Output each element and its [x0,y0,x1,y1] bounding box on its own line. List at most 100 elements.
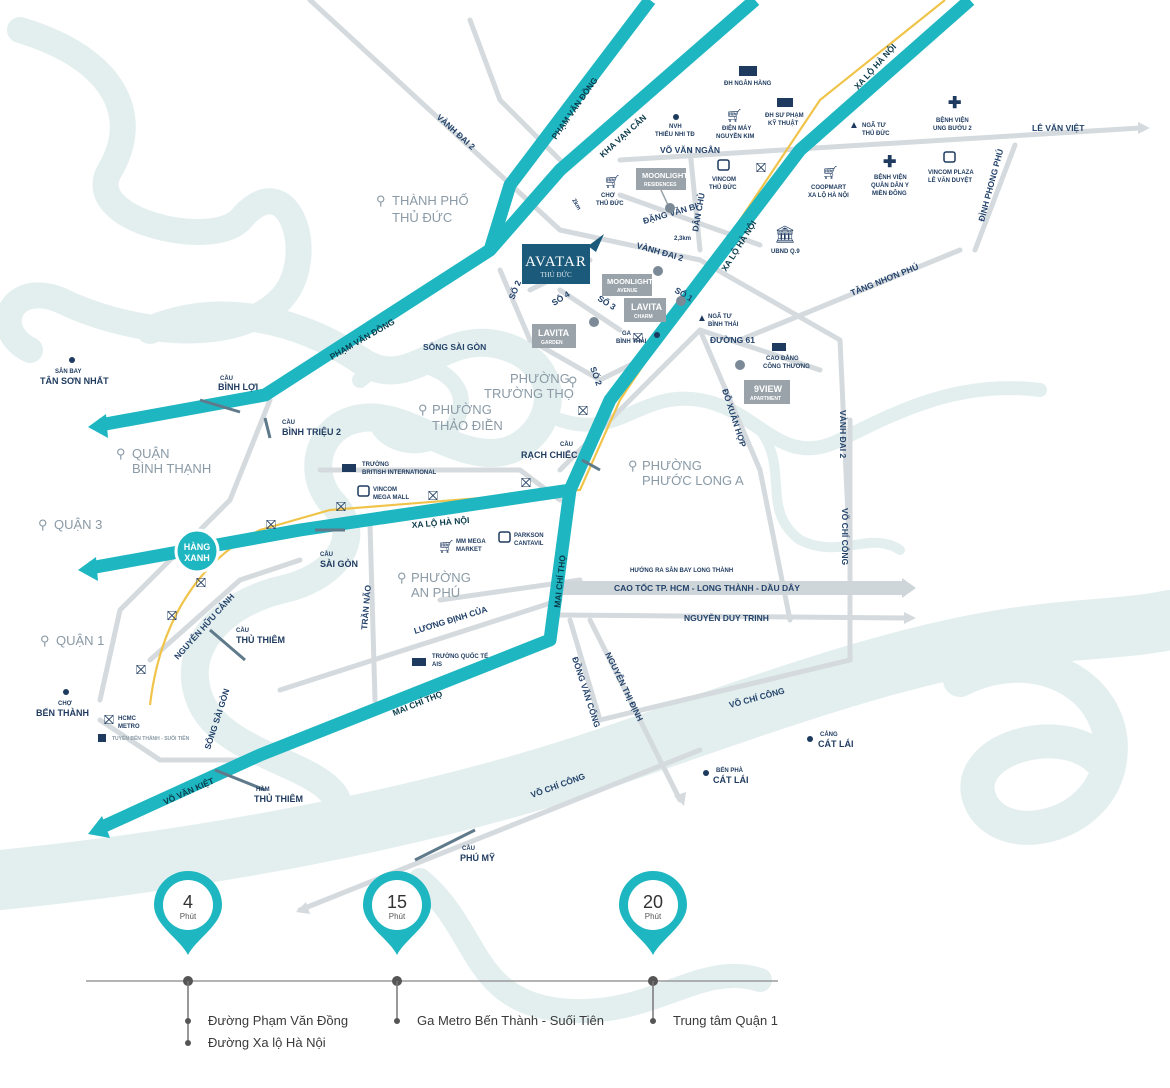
project-pin-icon [735,360,745,370]
river-southeast [0,590,1170,910]
river-south-curve [408,868,772,1024]
area-binh-thanh-2: BÌNH THẠNH [132,461,211,476]
poi-dot-icon [654,332,660,338]
label-vo-van-ngan: VÕ VĂN NGÂN [660,144,720,155]
area-an-phu: PHƯỜNG [411,570,471,585]
poi-vincom-mm-1: VINCOM [373,487,397,493]
river-east-inner [755,425,905,555]
hospital-icon: ✚ [883,154,896,171]
cau-prefix: CẦU [236,627,249,634]
metro-line-badge [98,734,106,742]
arrow-nguyen-thi-dinh [674,792,686,806]
metro-station-icon: ⛝ [196,575,206,590]
area-thao-dien: PHƯỜNG [432,402,492,417]
hospital-icon: ✚ [948,95,961,112]
project-pin-icon [653,266,663,276]
legend-bullet [185,1040,191,1046]
avatar-sub: THỦ ĐỨC [540,271,572,279]
arrow-vo-chi-cong-s [296,902,310,914]
pin-icon: ⚲ [568,374,578,389]
ham-prefix: HẦM [256,786,270,793]
poi-dh-ngan-hang: ĐH NGÂN HÀNG [724,80,772,87]
area-phuoc-long: PHƯỜNG [642,458,702,473]
label-ham-thu-thiem: THỦ THIÊM [254,793,303,804]
pois: ĐH NGÂN HÀNG NVH THIẾU NHI TĐ 🛒︎ ĐIỆN MÁ… [36,66,974,785]
arrow-nguyen-duy-trinh [904,612,916,624]
avatar-project-marker: AVATAR THỦ ĐỨC [522,234,604,284]
area-thu-duc: THÀNH PHỐ [392,193,469,208]
label-tran-nao: TRẦN NÃO [359,584,373,630]
cart-icon: 🛒︎ [726,108,743,123]
road-dan-chu [687,147,703,253]
poi-ubnd: UBND Q.9 [771,249,800,255]
area-quan3: QUẬN 3 [54,517,102,532]
pin-icon: ▲ [697,313,707,324]
poi-cang-cl-1: CẢNG [820,731,838,738]
pin-icon: ⚲ [397,570,407,585]
bridge-ham [214,768,266,792]
label-vo-chi-cong-e: VÕ CHÍ CÔNG [840,508,851,566]
arrow-le-van-viet [1138,122,1150,134]
pin-icon: ⚲ [116,446,126,461]
bridge-thu-thiem [209,628,246,662]
pin-icon: ⚲ [376,193,386,208]
university-icon [772,343,786,351]
label-nguyen-duy-trinh: NGUYỄN DUY TRINH [684,612,769,623]
pin-face [372,880,422,930]
pin-icon: ⚲ [628,458,638,473]
poi-vincom-mm-2: MEGA MALL [373,495,409,501]
area-thao-dien-2: THẢO ĐIỀN [432,418,503,433]
cau-prefix: CẦU [282,419,295,426]
road-vo-chi-cong-s [297,747,703,913]
poi-cho-bt-2: BẾN THÀNH [36,708,89,718]
road-vo-chi-cong-m [597,657,853,723]
poi-cang-cl-2: CÁT LÁI [818,739,854,749]
river-east-branch [553,381,1047,456]
label-tang-nhon-phu: TĂNG NHƠN PHÚ [849,261,920,298]
nearby-projects: MOONLIGHT RESIDENCES MOONLIGHT AVENUE LA… [532,168,790,404]
poi-dot-icon [673,114,679,120]
label-cao-toc: CAO TỐC TP. HCM - LONG THÀNH - DẦU DÂY [614,582,800,593]
poi-dot-icon [703,770,709,776]
poi-coopmart-1: COOPMART [811,185,846,191]
area-truong-tho-2: TRƯỜNG THỌ [484,386,574,401]
avatar-title: AVATAR [525,254,587,270]
river-north-west [0,17,312,363]
arrow-cao-toc [902,578,916,598]
poi-dien-may-2: NGUYỄN KIM [716,133,754,140]
road-do-xuan-hop [697,327,793,623]
highway-arrows [78,414,110,838]
label-vanh-dai-2: VÀNH ĐAI 2 [635,240,684,263]
moonlight-res-label: MOONLIGHT [642,171,688,180]
pin-icon: ⚲ [40,633,50,648]
road-tran-nao [367,522,378,703]
pin-face [163,880,213,930]
project-lavita-garden [532,324,576,348]
school-icon [412,658,426,666]
poi-cd-ct-2: CÔNG THƯƠNG [763,362,810,370]
poi-bv-qd-1: BỆNH VIỆN [874,173,907,181]
cau-prefix: CẦU [560,441,573,448]
road-luong-dinh-cua [277,597,563,693]
label-vanh-dai-2-nw: VÀNH ĐAI 2 [435,112,478,152]
label-vanh-dai-2-e: VÀNH ĐAI 2 [838,410,848,458]
pin-unit: Phút [389,912,406,921]
label-duong-61: ĐƯỜNG 61 [710,334,755,345]
poi-dh-spkt-1: ĐH SƯ PHẠM [765,113,804,119]
poi-bv-qd-3: MIỀN ĐÔNG [872,189,907,197]
label-dong-van-cong: ĐỒNG VĂN CỐNG [570,655,603,729]
river-southeast-loop [943,648,1128,845]
university-icon [739,66,757,76]
poi-dien-may-1: ĐIỆN MÁY [722,124,751,132]
poi-cd-ct-1: CAO ĐẲNG [766,355,799,362]
road-dinh-phong-phu [972,142,1018,253]
poi-vincom-lvv-1: VINCOM PLAZA [928,170,974,176]
label-rach-chiec: RẠCH CHIẾC [521,450,578,460]
road-tang-nhon-phu [737,247,963,343]
metro-station-icon: ⛝ [104,712,114,727]
poi-dot-icon [807,736,813,742]
poi-metro-line: TUYẾN BẾN THÀNH - SUỐI TIÊN [112,734,190,742]
metro-station-icon: ⛝ [136,662,146,677]
